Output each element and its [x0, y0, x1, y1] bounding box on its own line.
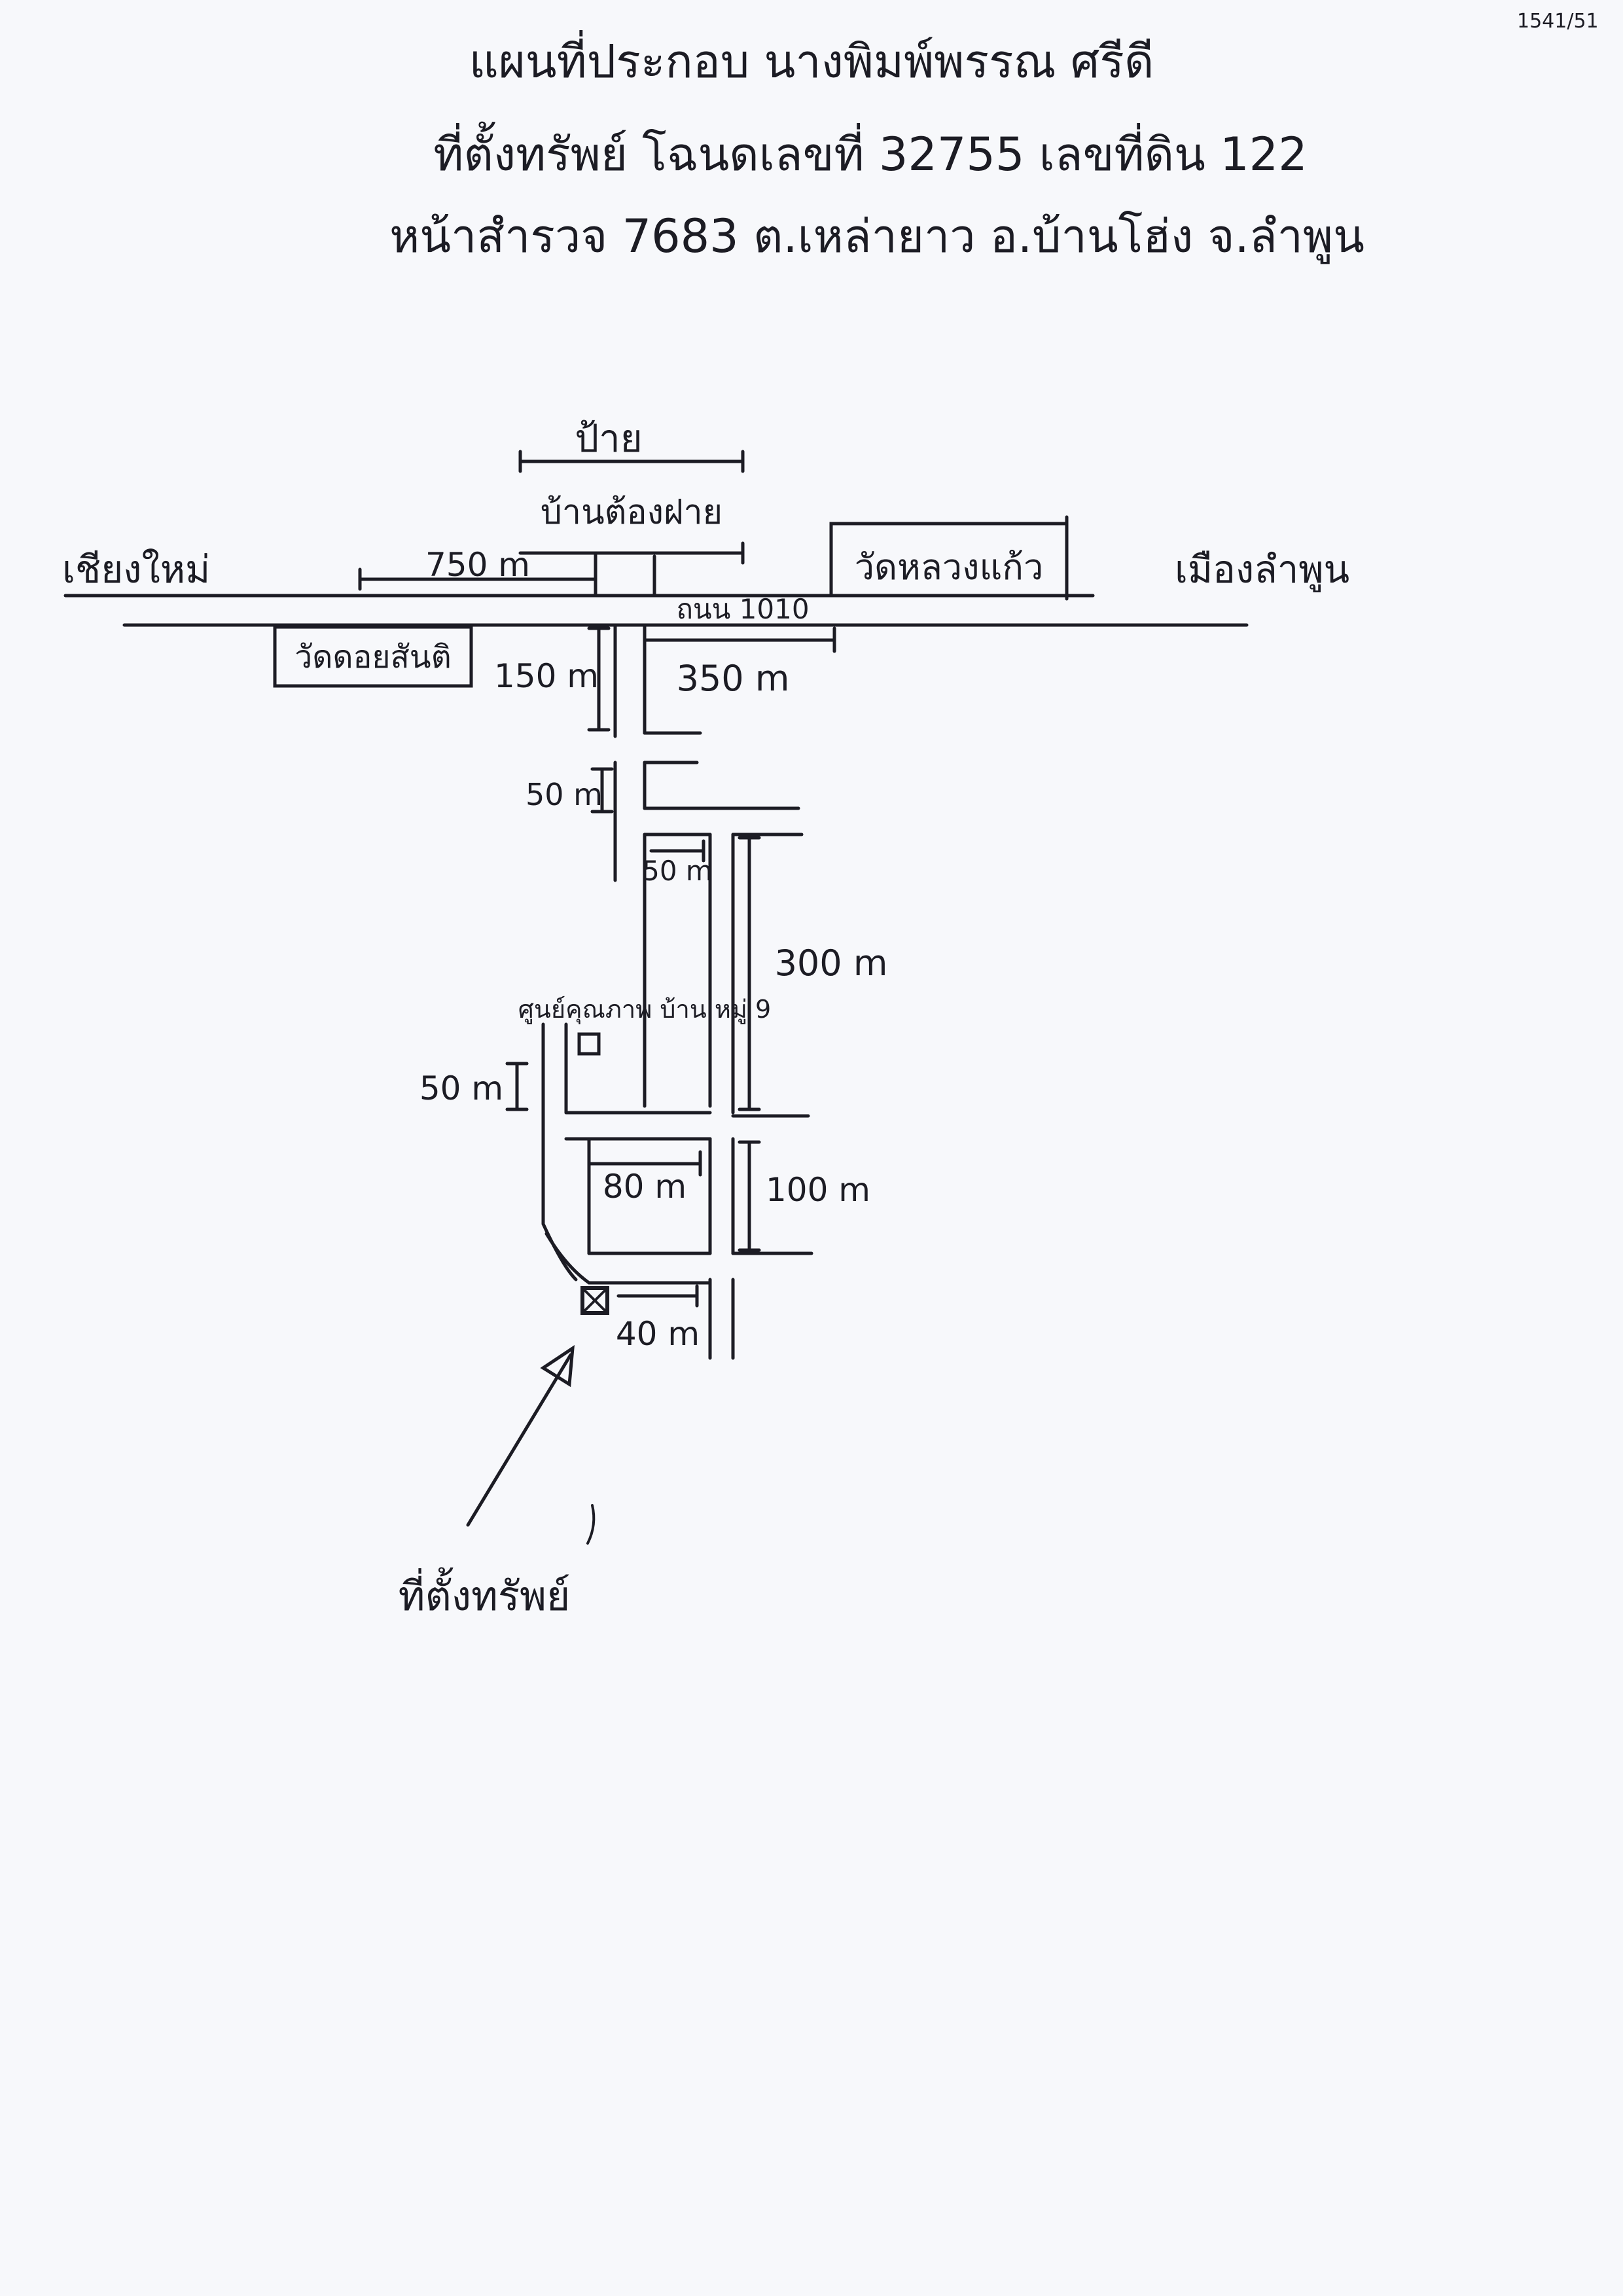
temple-left-label: วัดดอยสันติ: [294, 639, 452, 675]
page-ref: 1541/51: [1517, 10, 1599, 33]
title-line-2: ที่ตั้งทรัพย์ โฉนดเลขที่ 32755 เลขที่ดิน…: [433, 121, 1308, 181]
dimension-50c-label: 50 m: [419, 1069, 503, 1107]
property-location-label: ที่ตั้งทรัพย์: [399, 1567, 571, 1620]
dimension-150-label: 150 m: [494, 657, 599, 695]
dimension-350-label: 350 m: [677, 658, 790, 699]
property-marker: [580, 1286, 609, 1315]
property-hatch-2: [583, 1289, 607, 1312]
property-arrowhead: [540, 1345, 575, 1388]
village-center-marker: [577, 1032, 601, 1056]
dimension-300-label: 300 m: [775, 942, 888, 984]
sign-label: ป้าย: [575, 416, 642, 461]
sign-village-name: บ้านต้องฝาย: [541, 493, 722, 532]
temple-right-label: วัดหลวงแก้ว: [855, 547, 1044, 588]
property-arrow-shaft: [466, 1353, 573, 1527]
dimension-100-label: 100 m: [766, 1171, 870, 1209]
title-line-3: หน้าสำรวจ 7683 ต.เหล่ายาว อ.บ้านโฮ่ง จ.ล…: [389, 209, 1364, 264]
dimension-50b-label: 50 m: [642, 855, 713, 887]
temple-left-box: [273, 625, 473, 688]
village-label: ศูนย์คุณภาพ บ้าน หมู่ 9: [518, 995, 771, 1024]
label-tone-mark: [586, 1504, 596, 1545]
dimension-750-label: 750 m: [425, 546, 530, 584]
direction-chiang-mai: เชียงใหม่: [62, 547, 210, 592]
dimension-50a-label: 50 m: [526, 777, 603, 812]
dimension-40-label: 40 m: [616, 1315, 700, 1353]
curved-lane-outer: [541, 1111, 578, 1282]
title-line-1: แผนที่ประกอบ นางพิมพ์พรรณ ศรีดี: [469, 30, 1154, 88]
road-label: ถนน 1010: [676, 593, 809, 625]
curved-lane-inner: [544, 1232, 712, 1285]
direction-mueang-lamphun: เมืองลำพูน: [1175, 547, 1349, 592]
dimension-80-label: 80 m: [603, 1168, 687, 1206]
